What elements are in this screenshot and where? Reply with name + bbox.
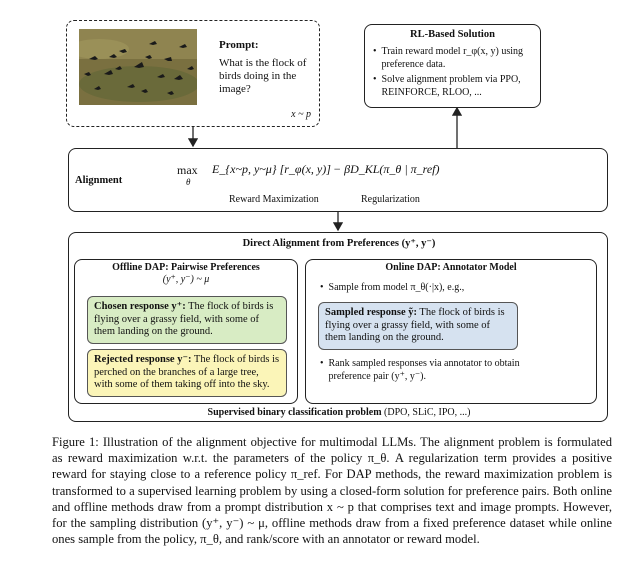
- online-dap-box: Online DAP: Annotator Model • Sample from…: [305, 259, 597, 404]
- figure-caption-label: Figure 1:: [52, 435, 99, 449]
- birds-field-image: [79, 29, 197, 105]
- max-operator: max: [177, 163, 198, 178]
- offline-dap-box: Offline DAP: Pairwise Preferences (y⁺, y…: [74, 259, 298, 404]
- rl-bullet-2: Solve alignment problem via PPO, REINFOR…: [382, 74, 532, 99]
- online-dap-title: Online DAP: Annotator Model: [306, 262, 596, 273]
- theta-subscript: θ: [186, 177, 190, 187]
- rejected-response-label: Rejected response y⁻:: [94, 354, 192, 365]
- dap-footer-bold: Supervised binary classification problem: [208, 407, 382, 418]
- offline-dap-subtitle: (y⁺, y⁻) ~ μ: [75, 274, 297, 285]
- online-bullet-1: Sample from model π_θ(·|x), e.g.,: [329, 282, 465, 295]
- kl-term: − βD_KL(π_θ | π_ref): [333, 162, 440, 177]
- alignment-box: Alignment max θ E_{x~p, y~μ} [r_φ(x, y)]…: [68, 148, 608, 212]
- figure-caption: Figure 1: Illustration of the alignment …: [52, 434, 612, 547]
- prompt-distribution: x ~ p: [291, 109, 311, 120]
- chosen-response-label: Chosen response y⁺:: [94, 301, 186, 312]
- sampled-response: Sampled response ỹ: The flock of birds i…: [318, 302, 518, 350]
- reward-maximization-label: Reward Maximization: [229, 194, 319, 205]
- rl-bullet-1: Train reward model r_φ(x, y) using prefe…: [382, 46, 532, 71]
- bullet-icon: •: [320, 282, 324, 295]
- expectation-term: E_{x~p, y~μ} [r_φ(x, y)]: [212, 162, 331, 177]
- figure-caption-text: Illustration of the alignment objective …: [52, 435, 612, 546]
- regularization-label: Regularization: [361, 194, 420, 205]
- rl-solution-box: RL-Based Solution •Train reward model r_…: [364, 24, 541, 108]
- offline-dap-title: Offline DAP: Pairwise Preferences: [75, 262, 297, 273]
- prompt-title: Prompt:: [219, 39, 259, 51]
- bullet-icon: •: [373, 46, 377, 71]
- alignment-label: Alignment: [75, 175, 122, 186]
- dap-title: Direct Alignment from Preferences (y⁺, y…: [69, 237, 609, 249]
- dap-footer: Supervised binary classification problem…: [69, 407, 609, 418]
- bullet-icon: •: [320, 358, 324, 383]
- online-bullet-2: Rank sampled responses via annotator to …: [329, 358, 520, 383]
- dap-box: Direct Alignment from Preferences (y⁺, y…: [68, 232, 608, 422]
- dap-footer-rest: (DPO, SLiC, IPO, ...): [382, 407, 471, 418]
- sampled-response-label: Sampled response ỹ:: [325, 307, 417, 318]
- rl-solution-title: RL-Based Solution: [373, 29, 532, 40]
- prompt-box: Prompt: What is the flock of birds doing…: [66, 20, 320, 127]
- chosen-response: Chosen response y⁺: The flock of birds i…: [87, 296, 287, 344]
- rejected-response: Rejected response y⁻: The flock of birds…: [87, 349, 287, 397]
- prompt-text: What is the flock of birds doing in the …: [219, 57, 311, 96]
- bullet-icon: •: [373, 74, 377, 99]
